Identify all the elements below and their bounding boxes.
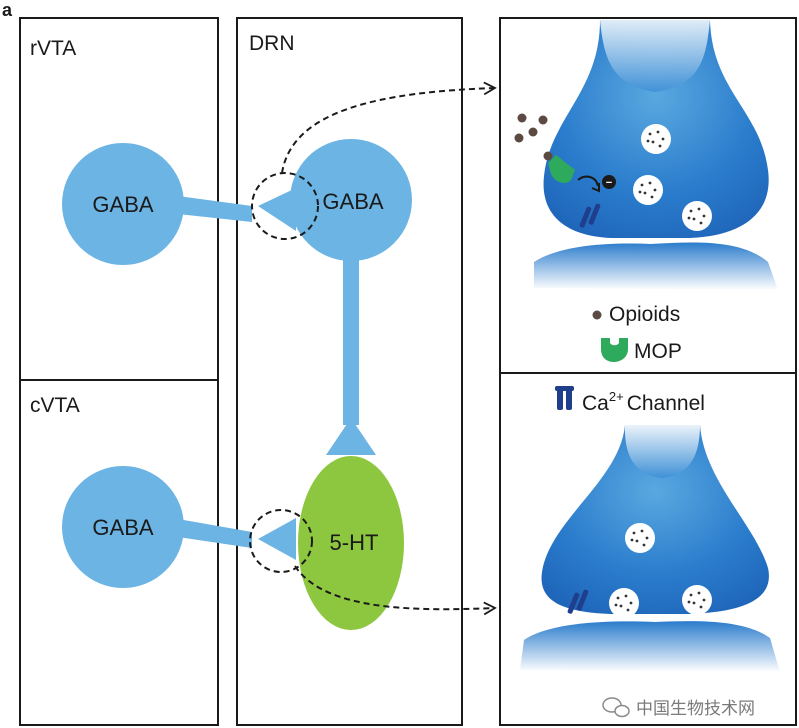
cvta-panel — [19, 379, 219, 726]
opioid-molecule — [538, 115, 548, 125]
synapse-with-opioids: − — [514, 20, 778, 290]
legend: Opioids MOP Ca2+Channel — [555, 303, 705, 415]
ca-channel-legend-icon — [555, 386, 574, 410]
cvta-gaba-label: GABA — [92, 515, 153, 540]
synapse-panel-bottom — [499, 372, 797, 726]
cvta-gaba-terminal — [258, 518, 296, 560]
ca-channel-legend-label: Ca2+Channel — [582, 389, 705, 415]
opioid-molecule — [543, 151, 553, 161]
rvta-label: rVTA — [30, 37, 76, 60]
cvta-gaba-axon — [178, 519, 252, 548]
vesicle — [641, 124, 671, 154]
opioid-legend-icon — [592, 310, 602, 320]
drn-5ht-label: 5-HT — [330, 530, 379, 555]
mop-legend-label: MOP — [634, 340, 682, 363]
synapse-without-opioids — [520, 425, 780, 672]
inhibition-sign-text: − — [606, 177, 612, 189]
drn-5ht-neuron: 5-HT — [298, 456, 404, 630]
opioids-legend-label: Opioids — [609, 303, 680, 326]
opioid-molecule — [517, 113, 527, 123]
cvta-label: cVTA — [30, 394, 80, 417]
rvta-gaba-axon — [178, 196, 252, 222]
drn-gaba-neuron: GABA — [290, 139, 412, 455]
inhibition-arrow — [577, 175, 599, 187]
watermark: 中国生物技术网 — [602, 697, 755, 719]
drn-gaba-terminal — [326, 418, 376, 455]
figure-letter: a — [2, 0, 13, 20]
drn-5ht-soma — [298, 456, 404, 630]
mop-legend-icon — [601, 338, 628, 362]
cvta-synapse-highlight — [249, 509, 313, 573]
postsynaptic-membrane-top — [534, 242, 778, 290]
axon-fade-bottom — [624, 425, 700, 478]
mop-receptor — [548, 155, 575, 183]
drn-panel — [236, 17, 463, 726]
presynaptic-terminal-bottom — [541, 425, 769, 614]
ca-channel-top — [579, 203, 601, 228]
opioid-molecule — [514, 133, 524, 143]
drn-gaba-soma — [290, 139, 412, 261]
cvta-gaba-soma — [62, 466, 184, 588]
drn-gaba-axon — [343, 250, 359, 425]
drn-label: DRN — [249, 32, 295, 55]
rvta-gaba-soma — [62, 143, 184, 265]
postsynaptic-membrane-bottom — [520, 621, 780, 672]
ca-channel-bottom — [567, 589, 589, 614]
rvta-synapse-highlight — [251, 172, 319, 240]
vesicle — [682, 585, 712, 615]
vesicle — [625, 523, 655, 553]
cvta-gaba-neuron: GABA — [62, 466, 296, 588]
inhibition-sign — [602, 175, 616, 189]
vesicle — [609, 588, 639, 618]
wechat-icon — [602, 697, 630, 718]
zoom-arrow-bottom — [294, 565, 497, 616]
inhibition-arrowhead — [591, 183, 600, 193]
rvta-gaba-label: GABA — [92, 192, 153, 217]
watermark-text: 中国生物技术网 — [636, 699, 755, 719]
rvta-gaba-terminal — [258, 188, 296, 231]
drn-gaba-label: GABA — [322, 189, 383, 214]
vesicle — [633, 175, 663, 205]
rvta-gaba-neuron: GABA — [62, 143, 296, 265]
opioid-molecule — [528, 127, 538, 137]
vesicle — [682, 201, 712, 231]
axon-fade-top — [600, 20, 710, 92]
zoom-arrow-top — [281, 81, 497, 174]
